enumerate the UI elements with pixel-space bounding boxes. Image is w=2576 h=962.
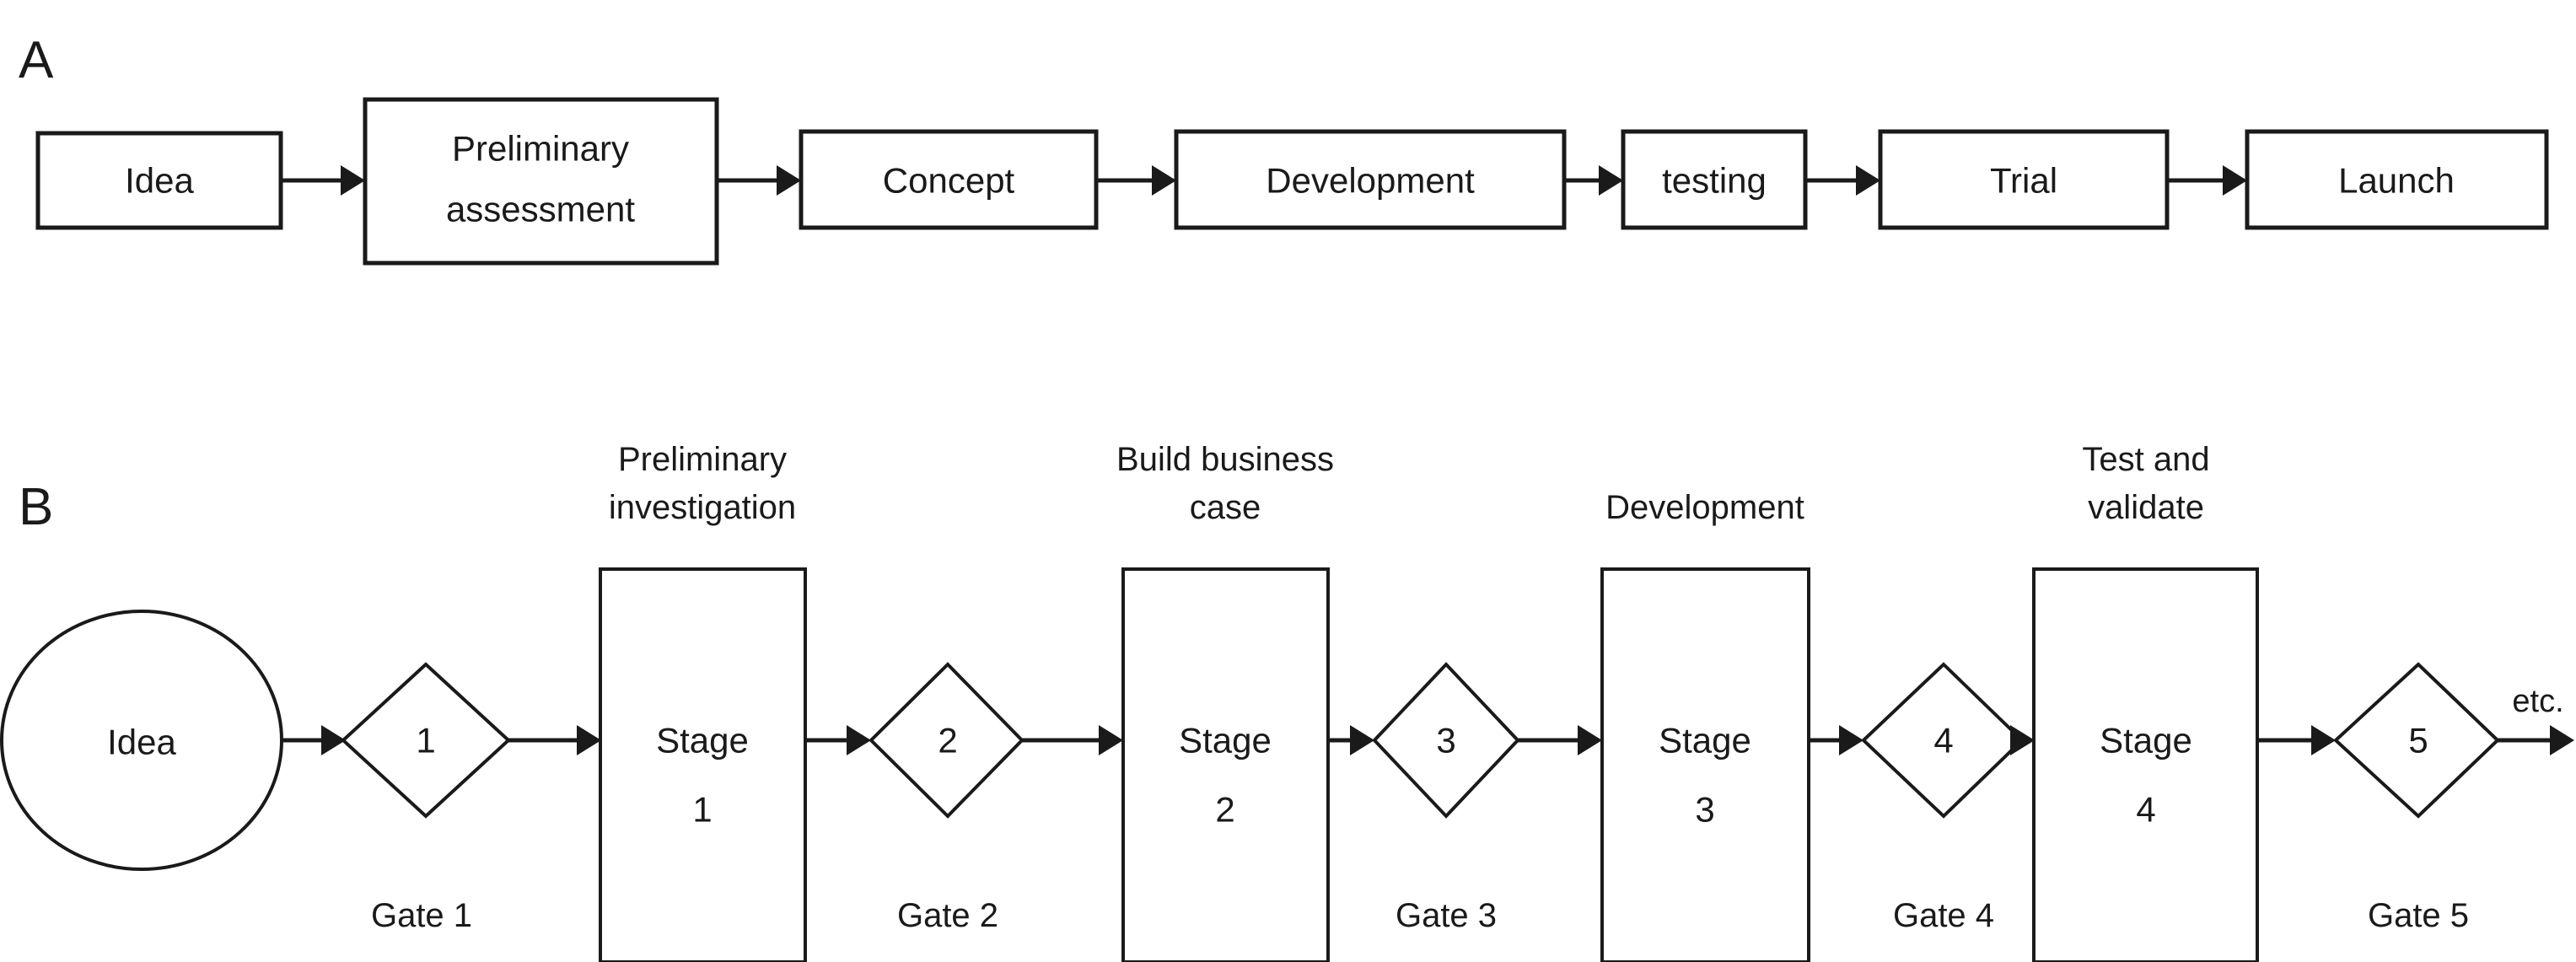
panel-b-stage-3-box[interactable] <box>1600 567 1810 962</box>
panel-b-gate-4-number: 4 <box>1933 721 1953 760</box>
panel-b-stage-2-caption-line2: case <box>1190 489 1261 526</box>
panel-b-stage-1-box[interactable] <box>599 567 807 962</box>
panel-a-arrow-6 <box>2167 165 2247 196</box>
panel-b-stage-2-label: Stage <box>1179 721 1272 760</box>
panel-b-arrow-stage2-to-gate3 <box>1328 725 1374 755</box>
panel-a-arrow-4 <box>1564 165 1623 196</box>
panel-a-step-1-label: Idea <box>125 161 194 201</box>
panel-b-gate-2-number: 2 <box>938 721 957 760</box>
panel-b-gate-2-diamond[interactable] <box>869 662 1024 819</box>
panel-b-stage-4-caption-line2: validate <box>2088 489 2204 526</box>
panel-b-arrow-gate3-to-stage3 <box>1518 725 1602 755</box>
panel-a-step-4-label: Development <box>1266 161 1475 201</box>
panel-a-step-7-box[interactable] <box>2245 129 2549 230</box>
panel-b-stage-1-caption-line2: investigation <box>609 489 796 526</box>
panel-b-stage-1-label: Stage <box>656 721 749 760</box>
panel-b-stage-1-caption-line1: Preliminary <box>618 441 787 478</box>
panel-a-step-5-label: testing <box>1662 161 1767 201</box>
panel-b-arrow-stage1-to-gate2 <box>805 725 871 755</box>
panel-b-arrow-idea-to-gate1 <box>282 725 346 755</box>
panel-b-gate-1-caption: Gate 1 <box>371 897 472 934</box>
panel-a-step-1-box[interactable] <box>35 131 283 230</box>
panel-a-step-2-box[interactable] <box>363 97 719 266</box>
panel-b-stage-3-caption-line1: Development <box>1605 489 1804 526</box>
panel-b-arrow-gate4-to-stage4 <box>2010 725 2035 755</box>
panel-a-arrow-5 <box>1805 165 1880 196</box>
panel-b-arrow-stage4-to-gate5 <box>2257 725 2336 755</box>
panel-b-etc-label: etc. <box>2512 684 2563 719</box>
panel-b-gate-1-number: 1 <box>416 721 435 760</box>
panel-b-stage-2-number: 2 <box>1215 790 1234 830</box>
panel-b-stage-2-caption-line1: Build business <box>1116 441 1334 478</box>
panel-a-step-3-label: Concept <box>883 161 1015 201</box>
panel-b-gate-2-caption: Gate 2 <box>897 897 998 934</box>
panel-b-gate-1-diamond[interactable] <box>341 662 511 819</box>
panel-a-arrow-3 <box>1096 165 1176 196</box>
panel-b-stage-2-box[interactable] <box>1121 567 1330 962</box>
panel-a-step-2-label-line1: Preliminary <box>452 129 629 169</box>
panel-b-stage-4-number: 4 <box>2136 790 2155 830</box>
panel-b-gate-4-caption: Gate 4 <box>1893 897 1994 934</box>
panel-a-arrow-2 <box>717 165 801 196</box>
panel-b-gate-4-diamond[interactable] <box>1861 662 2025 819</box>
panel-a-step-6-label: Trial <box>1990 161 2057 201</box>
panel-b-arrow-stage3-to-gate4 <box>1809 725 1863 755</box>
panel-a-step-2-label-line2: assessment <box>446 190 635 229</box>
panel-b-stage-1-number: 1 <box>692 790 712 830</box>
panel-b-stage-4-box[interactable] <box>2032 567 2259 962</box>
panel-b-continuation-arrow <box>2498 725 2574 755</box>
panel-b-gate-5-number: 5 <box>2408 721 2428 760</box>
panel-b-stage-3-label: Stage <box>1659 721 1751 760</box>
panel-a-step-4-box[interactable] <box>1174 129 1567 230</box>
panel-b-gate-5-caption: Gate 5 <box>2368 897 2469 934</box>
panel-b-arrow-gate2-to-stage2 <box>1022 725 1123 755</box>
panel-b-stage-4-caption-line1: Test and <box>2082 441 2209 478</box>
panel-b-gate-3-diamond[interactable] <box>1372 662 1520 819</box>
panel-a: A Idea Preliminary assessment Concept <box>19 31 2549 266</box>
panel-b-gate-5-diamond[interactable] <box>2333 662 2500 819</box>
panel-b-letter: B <box>19 478 53 536</box>
panel-a-letter: A <box>19 31 54 89</box>
panel-b-stage-4-label: Stage <box>2100 721 2192 760</box>
panel-b: B Idea 1 Gate 1 Stage 1 Preliminary <box>0 441 2574 962</box>
panel-b-idea-label: Idea <box>107 723 176 762</box>
panel-a-step-5-box[interactable] <box>1621 129 1808 230</box>
panel-b-stage-3-number: 3 <box>1695 790 1714 830</box>
panel-a-step-6-box[interactable] <box>1878 129 2170 230</box>
panel-a-step-7-label: Launch <box>2338 161 2455 201</box>
panel-a-arrow-1 <box>281 165 365 196</box>
panel-b-gate-3-caption: Gate 3 <box>1396 897 1497 934</box>
panel-b-arrow-gate1-to-stage1 <box>508 725 601 755</box>
panel-b-gate-3-number: 3 <box>1436 721 1455 760</box>
